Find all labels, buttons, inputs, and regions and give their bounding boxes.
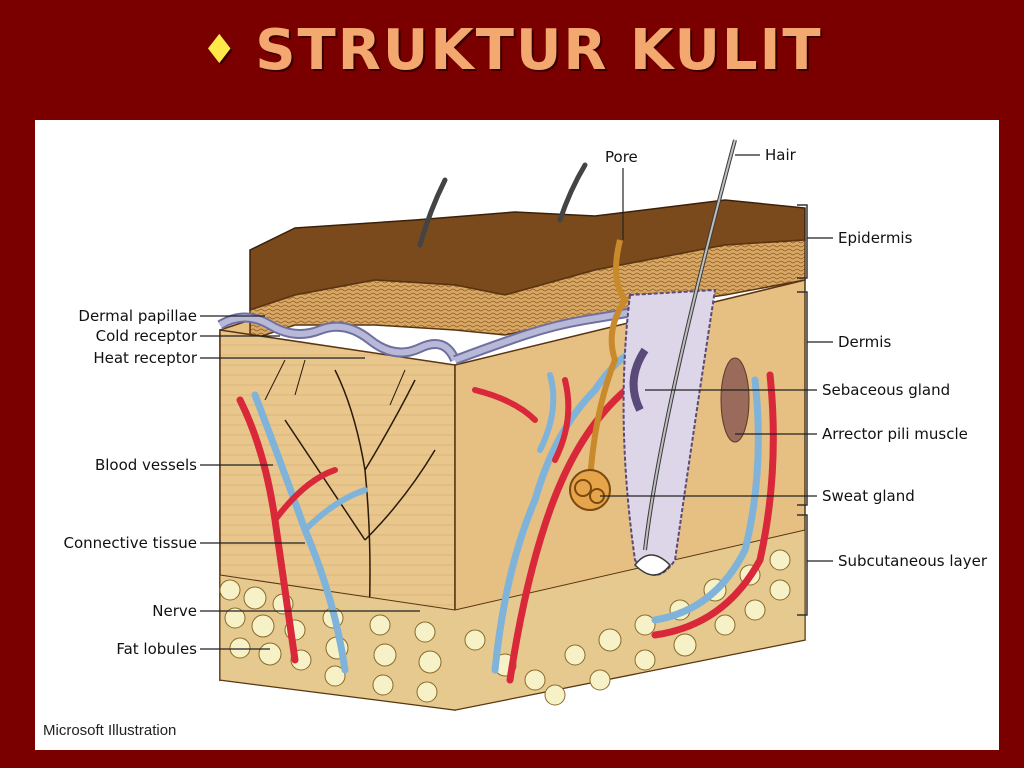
sweat-gland <box>569 239 629 511</box>
right-labels: Epidermis Dermis Sebaceous gland Arrecto… <box>822 229 988 570</box>
label-pore: Pore <box>605 148 638 166</box>
skin-structure-diagram: Dermal papillae Cold receptor Heat recep… <box>43 139 988 739</box>
slide-title-text: STRUKTUR KULIT <box>255 18 823 83</box>
diamond-bullet-icon: ♦ <box>201 27 240 73</box>
label-subcutaneous-layer: Subcutaneous layer <box>838 552 988 570</box>
label-fat-lobules: Fat lobules <box>116 640 197 658</box>
label-sebaceous-gland: Sebaceous gland <box>822 381 950 399</box>
label-hair: Hair <box>765 146 797 164</box>
illustration-credit: Microsoft Illustration <box>43 722 176 739</box>
label-nerve: Nerve <box>152 602 197 620</box>
label-dermis: Dermis <box>838 333 891 351</box>
skin-diagram-panel: Dermal papillae Cold receptor Heat recep… <box>35 120 999 750</box>
layer-brackets <box>797 204 808 616</box>
surface-hairs <box>417 162 588 248</box>
label-cold-receptor: Cold receptor <box>96 327 198 345</box>
leader-lines <box>200 154 833 650</box>
slide-title: ♦ STRUKTUR KULIT <box>0 18 1024 83</box>
label-blood-vessels: Blood vessels <box>95 456 197 474</box>
label-heat-receptor: Heat receptor <box>93 349 197 367</box>
top-labels: Pore Hair <box>605 146 797 166</box>
label-connective-tissue: Connective tissue <box>64 534 197 552</box>
label-sweat-gland: Sweat gland <box>822 487 915 505</box>
epidermis-layer <box>249 239 806 342</box>
label-arrector-pili-muscle: Arrector pili muscle <box>822 425 968 443</box>
left-labels: Dermal papillae Cold receptor Heat recep… <box>64 307 198 658</box>
label-dermal-papillae: Dermal papillae <box>78 307 197 325</box>
label-epidermis: Epidermis <box>838 229 913 247</box>
hair-follicle <box>622 139 750 576</box>
